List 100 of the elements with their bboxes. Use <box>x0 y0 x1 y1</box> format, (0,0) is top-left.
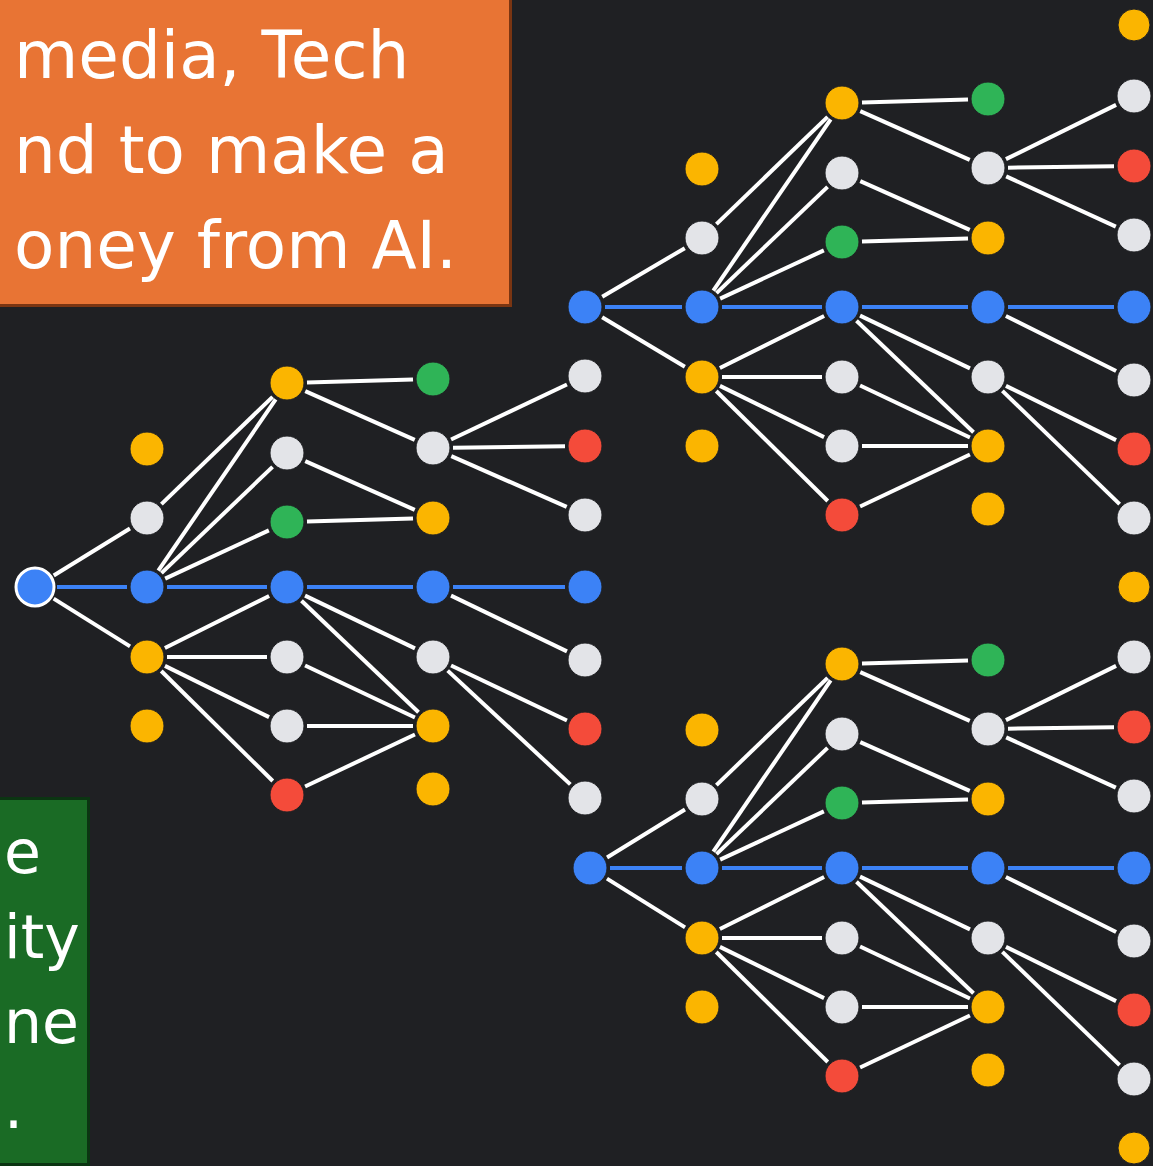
connector-line <box>450 663 568 723</box>
connector-line <box>1005 875 1117 934</box>
node-circle <box>1116 217 1152 253</box>
connector-line <box>52 596 132 649</box>
connector-line <box>1008 866 1114 870</box>
connector-line <box>446 669 572 786</box>
connector-line <box>711 679 833 853</box>
node-circle <box>970 989 1006 1025</box>
connector-line <box>715 185 829 295</box>
node-circle <box>970 920 1006 956</box>
connector-line <box>164 664 270 719</box>
connector-line <box>306 516 414 524</box>
node-circle <box>1116 78 1152 114</box>
connector-line <box>715 746 829 856</box>
node-circle <box>572 850 608 886</box>
node-circle <box>1116 778 1152 814</box>
connector-line <box>307 724 413 728</box>
connector-line <box>715 115 829 226</box>
node-circle <box>684 920 720 956</box>
node-circle <box>1116 148 1152 184</box>
node-circle <box>1116 500 1152 536</box>
node-circle <box>824 155 860 191</box>
node-circle <box>1116 992 1152 1028</box>
node-circle <box>415 361 451 397</box>
node-circle <box>129 639 165 675</box>
node-circle <box>1116 1061 1152 1097</box>
node-circle <box>824 359 860 395</box>
connector-line <box>450 382 568 442</box>
connector-line <box>1005 103 1117 161</box>
panel-text: e ity ne . <box>4 816 81 1144</box>
node-circle <box>970 289 1006 325</box>
connector-line <box>859 740 971 793</box>
node-circle <box>269 504 305 540</box>
node-circle <box>824 989 860 1025</box>
node-circle <box>970 428 1006 464</box>
connector-line <box>156 398 278 572</box>
connector-line <box>859 874 971 932</box>
node-circle <box>14 566 56 608</box>
node-circle <box>970 359 1006 395</box>
node-circle <box>415 708 451 744</box>
connector-line <box>1001 950 1121 1067</box>
connector-line <box>862 1005 968 1009</box>
node-circle <box>567 780 603 816</box>
connector-line <box>1007 164 1115 170</box>
node-circle <box>824 289 860 325</box>
connector-line <box>719 384 825 439</box>
node-circle <box>970 1052 1006 1088</box>
node-circle <box>970 850 1006 886</box>
node-circle <box>824 716 860 752</box>
connector-line <box>719 314 825 370</box>
connector-line <box>605 807 687 860</box>
node-circle <box>684 359 720 395</box>
connector-line <box>719 809 825 862</box>
connector-line <box>714 389 830 503</box>
node-circle <box>129 569 165 605</box>
node-circle <box>684 781 720 817</box>
node-circle <box>269 435 305 471</box>
node-circle <box>567 358 603 394</box>
node-circle <box>415 430 451 466</box>
connector-line <box>859 944 971 1001</box>
node-circle <box>1117 570 1151 604</box>
text-panel <box>0 0 512 307</box>
connector-line <box>57 585 127 589</box>
connector-line <box>304 459 416 512</box>
connector-line <box>306 377 414 385</box>
connector-line <box>861 97 969 105</box>
connector-line <box>159 669 275 783</box>
node-circle <box>970 642 1006 678</box>
connector-line <box>610 866 682 870</box>
connector-line <box>1008 305 1114 309</box>
node-circle <box>415 771 451 807</box>
node-circle <box>824 850 860 886</box>
node-circle <box>970 711 1006 747</box>
connector-line <box>450 454 568 509</box>
connector-line <box>160 465 274 575</box>
node-circle <box>970 220 1006 256</box>
connector-line <box>605 876 687 930</box>
node-circle <box>1116 362 1152 398</box>
node-circle <box>970 81 1006 117</box>
node-circle <box>684 220 720 256</box>
connector-line <box>601 246 686 299</box>
connector-line <box>859 313 971 371</box>
node-circle <box>970 150 1006 186</box>
node-circle <box>1116 431 1152 467</box>
connector-line <box>1005 384 1117 442</box>
connector-line <box>452 444 566 450</box>
node-circle <box>269 639 305 675</box>
node-circle <box>684 989 720 1025</box>
connector-line <box>167 585 267 589</box>
node-circle <box>824 428 860 464</box>
connector-line <box>855 880 975 995</box>
connector-line <box>862 305 968 309</box>
connector-line <box>160 395 274 506</box>
node-circle <box>824 497 860 533</box>
connector-line <box>453 585 565 589</box>
connector-line <box>719 945 825 1000</box>
connector-line <box>300 599 420 714</box>
connector-line <box>861 658 969 666</box>
connector-line <box>304 663 416 720</box>
connector-line <box>859 452 971 509</box>
